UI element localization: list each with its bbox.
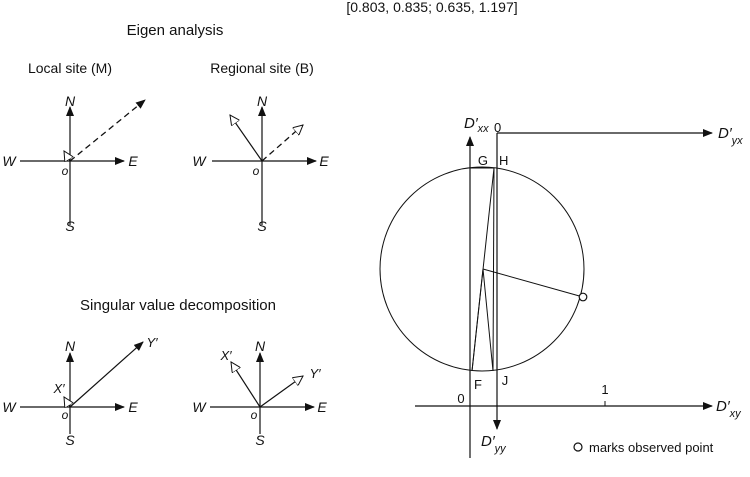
x-prime-label: X′ (52, 381, 65, 396)
south-label: S (65, 432, 75, 448)
origin-label: o (62, 164, 69, 178)
matrix-label: [0.803, 0.835; 0.635, 1.197] (346, 0, 517, 15)
line-h-j (492, 167, 495, 372)
point-h-label: H (499, 153, 508, 168)
x-prime-label: X′ (219, 348, 232, 363)
point-f-label: F (474, 377, 482, 392)
y-prime-label: Y′ (146, 335, 158, 350)
east-label: E (128, 153, 138, 169)
origin-label: o (251, 408, 258, 422)
svd-left-y-vector (69, 341, 144, 408)
compass-svd-left: N E W S o Y′ X′ (2, 335, 158, 448)
dyx-label: D′yx (718, 125, 743, 147)
north-label: N (65, 93, 76, 109)
regional-eigenvector-open (230, 115, 263, 162)
tick-one-label: 1 (601, 382, 608, 397)
zero-bottom-label: 0 (457, 391, 464, 406)
local-site-title: Local site (M) (28, 60, 112, 76)
north-label: N (65, 338, 76, 354)
line-center-f (471, 268, 484, 372)
legend-text: marks observed point (589, 440, 714, 455)
compass-svd-right: N E W S o X′ Y′ (192, 338, 327, 448)
svd-right-x-vector (231, 362, 261, 408)
y-prime-label: Y′ (309, 366, 321, 381)
legend-marker (573, 442, 583, 452)
zero-top-label: 0 (494, 120, 501, 135)
north-label: N (257, 93, 268, 109)
radius-to-observed (482, 268, 584, 298)
east-label: E (128, 399, 138, 415)
svd-left-x-vector (64, 397, 70, 407)
south-label: S (255, 432, 265, 448)
local-eigenvector-dashed (69, 99, 146, 162)
west-label: W (2, 153, 17, 169)
regional-eigenvector-dashed (261, 125, 303, 162)
svd-heading: Singular value decomposition (80, 297, 276, 314)
dyy-label: D′yy (481, 433, 507, 455)
origin-label: o (62, 408, 69, 422)
south-label: S (65, 218, 75, 234)
south-label: S (257, 218, 267, 234)
observed-point-marker (578, 292, 588, 302)
dxx-label: D′xx (464, 115, 489, 135)
eigen-heading: Eigen analysis (127, 22, 224, 39)
east-label: E (319, 153, 329, 169)
regional-site-title: Regional site (B) (210, 60, 314, 76)
east-label: E (317, 399, 327, 415)
svd-right-y-vector (259, 376, 303, 408)
north-label: N (255, 338, 266, 354)
compass-regional: N E W S o (192, 93, 329, 234)
west-label: W (192, 153, 207, 169)
dxy-label: D′xy (716, 398, 742, 420)
point-g-label: G (478, 153, 488, 168)
mohr-diagram: D′xx 0 D′yx D′xy D′yy 0 1 G H F J marks … (379, 115, 743, 458)
point-j-label: J (502, 373, 509, 388)
mohr-circle (379, 166, 585, 372)
west-label: W (2, 399, 17, 415)
line-center-j (482, 268, 494, 372)
origin-label: o (253, 164, 260, 178)
local-eigenvector-small (64, 151, 70, 161)
west-label: W (192, 399, 207, 415)
compass-local: N E W S o (2, 93, 146, 234)
